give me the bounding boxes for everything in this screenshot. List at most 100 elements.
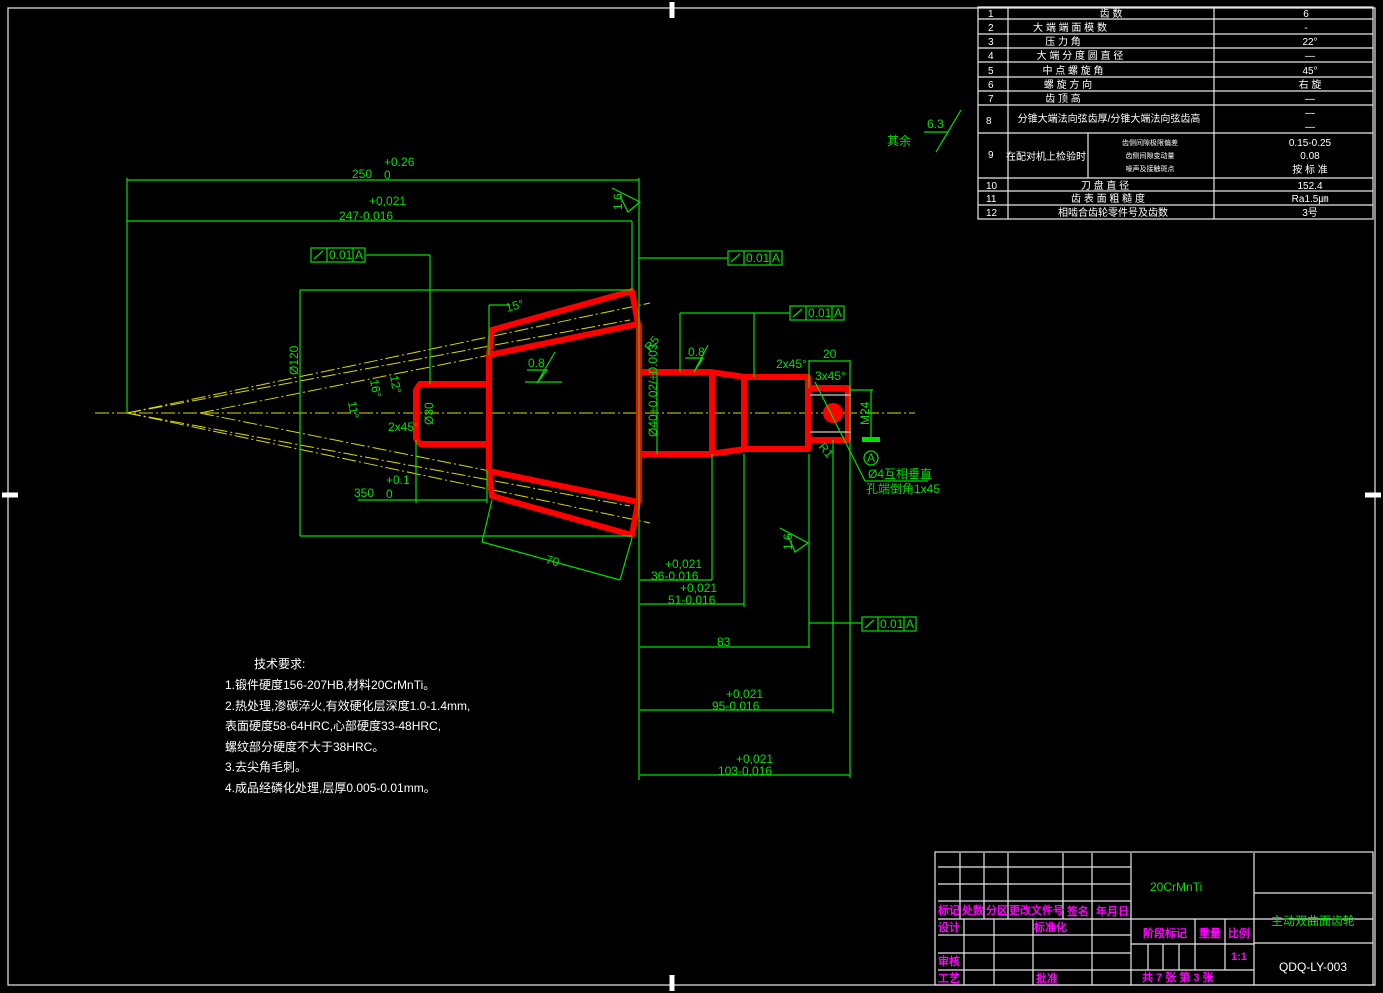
- label-text: 2: [988, 23, 994, 34]
- label-text: 齿侧间隙极限偏差: [1122, 138, 1178, 147]
- label-text: Ø120: [287, 345, 301, 375]
- roughness-other-icon: [924, 109, 962, 153]
- label-text: A: [906, 617, 914, 631]
- label-text: 比例: [1228, 926, 1250, 940]
- label-text: 95-0,016: [712, 699, 760, 713]
- label-text: 0: [386, 487, 393, 501]
- label-text: 审核: [938, 954, 960, 968]
- label-text: 在配对机上检验时: [1006, 150, 1086, 163]
- label-text: 1:1: [1231, 951, 1247, 963]
- label-text: 45°: [1302, 66, 1317, 77]
- label-text: +0.1: [386, 473, 410, 487]
- label-text: 0.15-0.25: [1289, 138, 1332, 149]
- label-text: 0.01: [329, 248, 353, 262]
- label-text: —: [1305, 108, 1315, 119]
- label-text: 6: [988, 80, 994, 91]
- label-text: 阶段标记: [1143, 926, 1187, 940]
- label-text: 22°: [1302, 37, 1317, 48]
- label-text: -: [1304, 23, 1307, 34]
- label-text: 152.4: [1297, 181, 1322, 192]
- label-text: 其余: [887, 133, 911, 148]
- label-text: 4.成品经磷化处理,层厚0.005-0.01mm。: [225, 780, 436, 795]
- label-text: +0,021: [726, 687, 763, 701]
- title-block: 20CrMnTi 主动双曲面齿轮 QDQ-LY-003 标记处数 分区更改文件号…: [934, 851, 1374, 986]
- label-text: +0,021: [736, 752, 773, 766]
- label-text: 齿 顶 高: [1045, 92, 1081, 105]
- label-text: 1.锻件硬度156-207HB,材料20CrMnTi。: [225, 677, 435, 692]
- label-text: 噪声及接触斑点: [1126, 164, 1175, 173]
- label-text: 8: [986, 116, 992, 127]
- runout-arrow-icon: [864, 619, 875, 629]
- label-text: +0,021: [680, 581, 717, 595]
- technical-requirements: 技术要求: 1.锻件硬度156-207HB,材料20CrMnTi。 2.热处理,…: [225, 657, 470, 795]
- label-text: 相啮合齿轮零件号及齿数: [1058, 206, 1168, 219]
- label-text: 0.01: [746, 251, 770, 265]
- material: 20CrMnTi: [1150, 880, 1202, 894]
- label-text: 螺 旋 方 向: [1044, 78, 1092, 91]
- label-text: 2x45°: [388, 420, 419, 434]
- label-text: 36-0,016: [651, 569, 699, 583]
- label-text: 齿侧间隙变动量: [1126, 151, 1175, 160]
- label-text: 分区: [986, 903, 1008, 917]
- label-text: 齿 表 面 粗 糙 度: [1071, 192, 1145, 205]
- label-text: —: [1305, 51, 1315, 62]
- label-text: 9: [988, 150, 994, 161]
- label-text: 更改文件号: [1009, 903, 1064, 917]
- label-text: 350: [354, 486, 374, 500]
- drawing-number: QDQ-LY-003: [1279, 960, 1347, 974]
- label-text: 6: [1303, 9, 1309, 20]
- label-text: 3号: [1302, 207, 1318, 219]
- label-text: 孔端倒角1x45: [866, 482, 940, 496]
- label-text: 批准: [1036, 971, 1058, 985]
- label-text: 3x45°: [815, 369, 846, 383]
- label-text: 20: [823, 347, 837, 361]
- label-text: 0: [384, 168, 391, 182]
- label-text: 共 7 张 第 3 张: [1142, 970, 1215, 984]
- runout-arrow-icon: [792, 308, 803, 318]
- label-text: M24: [858, 401, 872, 425]
- label-text: Ø4互相垂直: [868, 467, 932, 481]
- label-text: 设计: [938, 920, 960, 934]
- label-text: 表面硬度58-64HRC,心部硬度33-48HRC,: [225, 718, 441, 733]
- label-text: 中 点 螺 旋 角: [1042, 64, 1103, 77]
- label-text: 3: [988, 37, 994, 48]
- label-text: A: [867, 451, 875, 465]
- roughness-symbols: [527, 109, 962, 553]
- label-text: +0.26: [384, 155, 415, 169]
- label-text: 标准化: [1033, 920, 1067, 934]
- label-text: 2.热处理,渗碳淬火,有效硬化层深度1.0-1.4mm,: [225, 698, 470, 713]
- label-text: 16°: [367, 378, 384, 398]
- label-text: 分锥大端法向弦齿厚/分锥大端法向弦齿高: [1018, 112, 1201, 125]
- label-text: A: [355, 248, 363, 262]
- label-text: 2x45°: [776, 357, 807, 371]
- label-text: 签名: [1066, 904, 1089, 918]
- label-text: 7: [988, 94, 994, 105]
- center-lines: [95, 302, 915, 524]
- label-text: 6.3: [927, 117, 944, 131]
- label-text: 250: [352, 167, 372, 181]
- label-text: 年月日: [1096, 904, 1129, 918]
- label-text: 1: [988, 9, 994, 20]
- label-text: 247-0,016: [339, 209, 393, 223]
- part-name: 主动双曲面齿轮: [1271, 914, 1355, 928]
- runout-arrow-icon: [730, 253, 741, 263]
- label-text: 技术要求:: [254, 657, 305, 671]
- label-text: 4: [988, 51, 994, 62]
- label-text: 重量: [1199, 926, 1221, 940]
- label-text: 螺纹部分硬度不大于38HRC。: [225, 739, 384, 754]
- label-text: 5: [988, 66, 994, 77]
- datum-a-mark: [862, 437, 880, 442]
- label-text: 刀 盘 直 径: [1081, 179, 1129, 192]
- label-text: 1.6: [781, 533, 795, 550]
- label-text: 大 端 分 度 圆 直 径: [1037, 49, 1124, 62]
- label-text: 12: [986, 208, 998, 219]
- label-text: 齿 数: [1100, 7, 1123, 20]
- label-text: 83: [717, 635, 731, 649]
- label-text: 10: [986, 181, 998, 192]
- label-text: 3.去尖角毛刺。: [225, 760, 307, 774]
- label-text: 1.6: [611, 193, 625, 210]
- label-text: 0.01: [808, 306, 832, 320]
- label-text: 0.01: [880, 617, 904, 631]
